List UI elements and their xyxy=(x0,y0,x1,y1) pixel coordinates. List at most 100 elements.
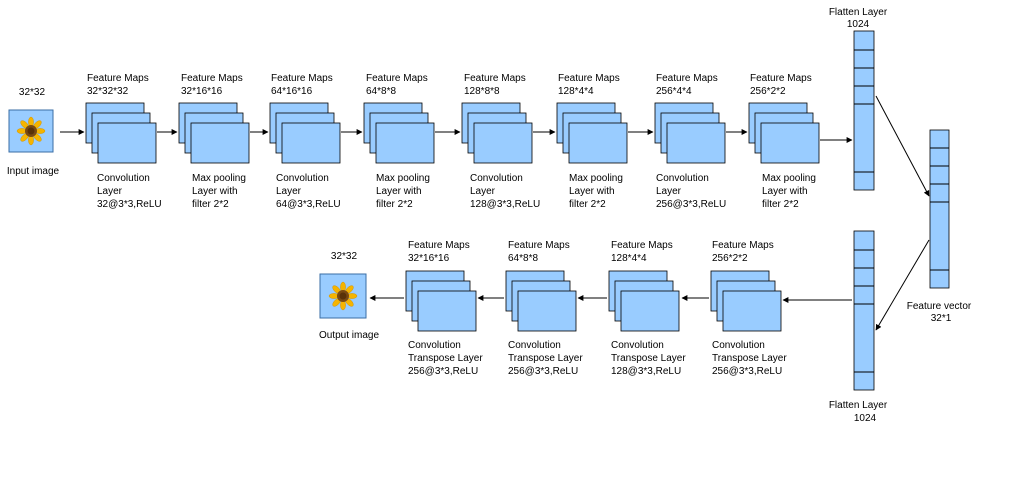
output-image-frame xyxy=(319,273,367,319)
layer-label-line: Convolution xyxy=(276,173,329,184)
decoder-maps-size: 64*8*8 xyxy=(508,253,538,264)
feature-map xyxy=(568,122,628,164)
input-image-node: 32*32 Input image xyxy=(7,87,60,177)
decoder-maps-title: Feature Maps xyxy=(408,240,470,251)
feature-map xyxy=(281,122,341,164)
flatten-top-size: 1024 xyxy=(847,19,870,30)
encoder-maps-title: Feature Maps xyxy=(750,73,812,84)
flatten-bar xyxy=(853,230,875,391)
layer-label-line: 256@3*3,ReLU xyxy=(712,366,782,377)
encoder-stage-8: Feature Maps 256*2*2 Max pooling Layer w… xyxy=(748,73,820,210)
decoder-stage-1: Feature Maps 32*16*16 Convolution Transp… xyxy=(405,240,483,377)
encoder-stage-2: Feature Maps 32*16*16 Max pooling Layer … xyxy=(178,73,250,210)
layer-label-line: 32@3*3,ReLU xyxy=(97,199,162,210)
layer-label-line: 256@3*3,ReLU xyxy=(408,366,478,377)
layer-label-line: Convolution xyxy=(508,340,561,351)
encoder-stage-7: Feature Maps 256*4*4 Convolution Layer 2… xyxy=(654,73,726,210)
decoder-stage-4: Feature Maps 256*2*2 Convolution Transpo… xyxy=(710,240,787,377)
feature-map xyxy=(666,122,726,164)
layer-label-line: 64@3*3,ReLU xyxy=(276,199,341,210)
encoder-maps-size: 32*16*16 xyxy=(181,86,223,97)
layer-label-line: 256@3*3,ReLU xyxy=(656,199,726,210)
encoder-maps-title: Feature Maps xyxy=(656,73,718,84)
layer-label-line: Layer xyxy=(276,186,302,197)
decoder-stage-3: Feature Maps 128*4*4 Convolution Transpo… xyxy=(608,240,686,377)
encoder-maps-size: 256*4*4 xyxy=(656,86,692,97)
layer-label-line: Layer with xyxy=(192,186,238,197)
encoder-maps-title: Feature Maps xyxy=(464,73,526,84)
layer-label-line: Layer with xyxy=(762,186,808,197)
encoder-stage-4: Feature Maps 64*8*8 Max pooling Layer wi… xyxy=(363,73,435,210)
feature-map xyxy=(473,122,533,164)
layer-label-line: filter 2*2 xyxy=(762,199,799,210)
feature-vector-title: Feature vector xyxy=(907,301,972,312)
layer-label-line: Convolution xyxy=(97,173,150,184)
sunflower-output-icon xyxy=(328,281,358,311)
feature-map xyxy=(375,122,435,164)
layer-label-line: Convolution xyxy=(656,173,709,184)
sunflower-input-icon xyxy=(16,116,46,146)
encoder-maps-title: Feature Maps xyxy=(366,73,428,84)
layer-label-line: Layer with xyxy=(376,186,422,197)
layer-label-line: Max pooling xyxy=(376,173,430,184)
decoder-stage-2: Feature Maps 64*8*8 Convolution Transpos… xyxy=(505,240,583,377)
encoder-maps-title: Feature Maps xyxy=(87,73,149,84)
layer-label-line: 128@3*3,ReLU xyxy=(470,199,540,210)
decoder-maps-title: Feature Maps xyxy=(508,240,570,251)
encoder-maps-size: 128*4*4 xyxy=(558,86,594,97)
encoder-maps-size: 256*2*2 xyxy=(750,86,786,97)
layer-label-line: 256@3*3,ReLU xyxy=(508,366,578,377)
layer-label-line: Max pooling xyxy=(762,173,816,184)
output-image-label: Output image xyxy=(319,330,379,341)
feature-map xyxy=(722,290,782,332)
encoder-stage-5: Feature Maps 128*8*8 Convolution Layer 1… xyxy=(461,73,540,210)
layer-label-line: filter 2*2 xyxy=(376,199,413,210)
layer-label-line: Convolution xyxy=(712,340,765,351)
layer-label-line: Layer xyxy=(470,186,496,197)
layer-label-line: Transpose Layer xyxy=(712,353,787,364)
feature-map xyxy=(417,290,477,332)
encoder-stage-3: Feature Maps 64*16*16 Convolution Layer … xyxy=(269,73,341,210)
layer-label-line: Transpose Layer xyxy=(508,353,583,364)
input-size-label: 32*32 xyxy=(19,87,46,98)
flatten-top-title: Flatten Layer xyxy=(829,7,888,18)
output-image-node: 32*32 Output image xyxy=(319,251,379,341)
arrow xyxy=(875,95,930,197)
flatten-bar xyxy=(853,30,875,191)
decoder-maps-size: 256*2*2 xyxy=(712,253,748,264)
feature-map xyxy=(620,290,680,332)
encoder-maps-size: 64*8*8 xyxy=(366,86,396,97)
input-image-label: Input image xyxy=(7,166,60,177)
layer-label-line: Transpose Layer xyxy=(611,353,686,364)
layer-label-line: Layer with xyxy=(569,186,615,197)
layer-label-line: Max pooling xyxy=(192,173,246,184)
layer-label-line: Transpose Layer xyxy=(408,353,483,364)
layer-label-line: Layer xyxy=(656,186,682,197)
encoder-stage-6: Feature Maps 128*4*4 Max pooling Layer w… xyxy=(556,73,628,210)
encoder-maps-title: Feature Maps xyxy=(181,73,243,84)
encoder-arrows xyxy=(60,129,853,143)
feature-vector-size: 32*1 xyxy=(931,313,952,324)
feature-vector-bar xyxy=(929,129,950,289)
output-size-label: 32*32 xyxy=(331,251,358,262)
encoder-maps-size: 32*32*32 xyxy=(87,86,129,97)
decoder-maps-title: Feature Maps xyxy=(712,240,774,251)
feature-map xyxy=(760,122,820,164)
feature-map xyxy=(97,122,157,164)
decoder-maps-size: 128*4*4 xyxy=(611,253,647,264)
flatten-bottom-title: Flatten Layer xyxy=(829,400,888,411)
layer-label-line: filter 2*2 xyxy=(569,199,606,210)
flatten-layer-bottom: Flatten Layer 1024 xyxy=(829,230,888,424)
layer-label-line: Max pooling xyxy=(569,173,623,184)
feature-map xyxy=(517,290,577,332)
layer-label-line: Convolution xyxy=(408,340,461,351)
layer-label-line: Convolution xyxy=(611,340,664,351)
decoder-arrows xyxy=(369,295,852,303)
layer-label-line: filter 2*2 xyxy=(192,199,229,210)
decoder-maps-size: 32*16*16 xyxy=(408,253,450,264)
feature-vector: Feature vector 32*1 xyxy=(907,129,972,324)
arrow xyxy=(875,239,930,331)
decoder-maps-title: Feature Maps xyxy=(611,240,673,251)
